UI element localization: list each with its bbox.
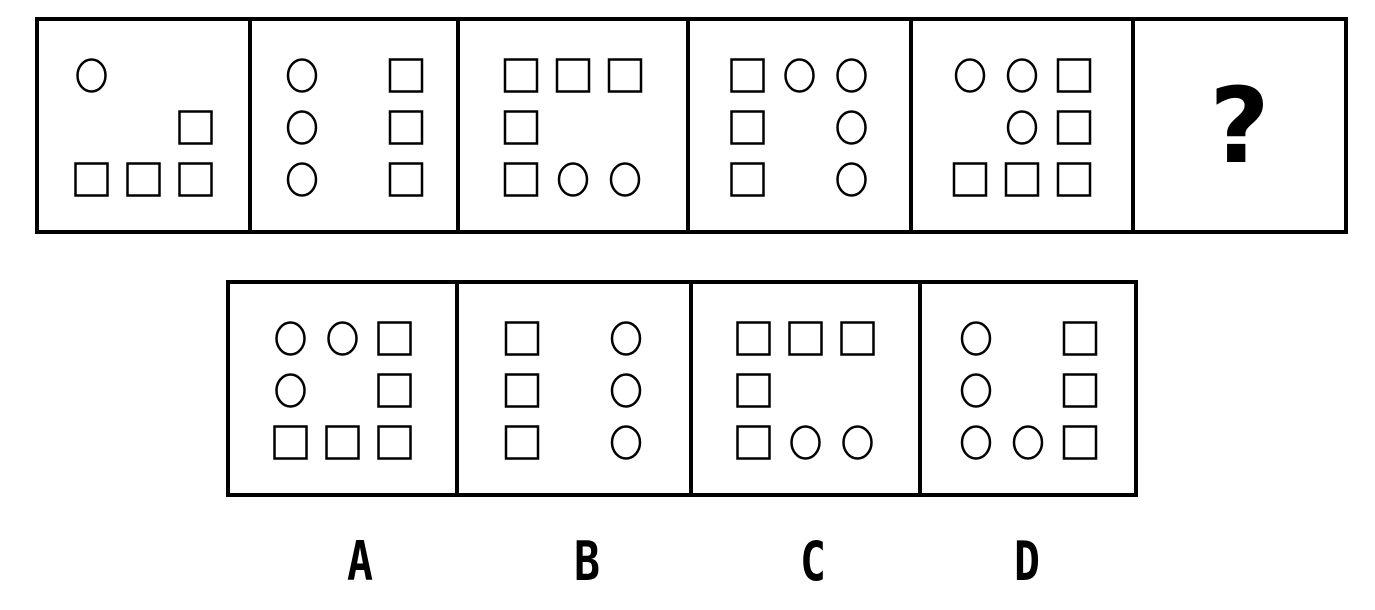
square-shape xyxy=(1056,58,1092,93)
question-strip: ? xyxy=(35,17,1348,234)
circle-shape xyxy=(1012,425,1044,460)
circle-shape xyxy=(609,162,641,197)
circle-shape xyxy=(327,321,358,356)
option-label-a[interactable]: A xyxy=(346,530,373,593)
square-shape xyxy=(126,162,161,197)
circle-shape xyxy=(842,425,873,460)
square-shape xyxy=(1062,321,1098,356)
option-label-c[interactable]: C xyxy=(799,530,826,593)
question-panel-2 xyxy=(248,21,456,230)
square-shape xyxy=(504,425,540,460)
square-shape xyxy=(178,110,213,145)
square-shape xyxy=(503,58,539,93)
square-shape xyxy=(1056,162,1092,197)
circle-shape xyxy=(557,162,589,197)
square-shape xyxy=(730,162,765,197)
square-shape xyxy=(736,425,771,460)
square-shape xyxy=(840,321,875,356)
panel-5-figure xyxy=(952,58,1092,197)
circle-shape xyxy=(784,58,815,93)
square-shape xyxy=(730,110,765,145)
square-shape xyxy=(788,321,823,356)
circle-shape xyxy=(286,58,318,93)
square-shape xyxy=(388,58,424,93)
circle-shape xyxy=(610,321,642,356)
circle-shape xyxy=(954,58,986,93)
circle-shape xyxy=(610,373,642,408)
panel-1-figure xyxy=(74,58,213,197)
circle-shape xyxy=(960,425,992,460)
square-shape xyxy=(74,162,109,197)
circle-shape xyxy=(610,425,642,460)
circle-shape xyxy=(286,110,318,145)
option-label-d[interactable]: D xyxy=(1013,530,1040,593)
panel-3-figure xyxy=(503,58,643,197)
square-shape xyxy=(730,58,765,93)
panel-2-figure xyxy=(286,58,424,197)
option-panel-a[interactable] xyxy=(230,284,455,493)
square-shape xyxy=(504,321,540,356)
question-panel-4 xyxy=(686,21,909,230)
square-shape xyxy=(1056,110,1092,145)
question-panel-unknown: ? xyxy=(1131,21,1344,230)
square-shape xyxy=(607,58,643,93)
circle-shape xyxy=(286,162,318,197)
option-panel-c[interactable] xyxy=(689,284,918,493)
square-shape xyxy=(377,321,412,356)
circle-shape xyxy=(275,373,306,408)
circle-shape xyxy=(960,321,992,356)
square-shape xyxy=(1062,373,1098,408)
option-b-figure xyxy=(504,321,642,460)
square-shape xyxy=(736,321,771,356)
question-panel-5 xyxy=(909,21,1131,230)
square-shape xyxy=(504,373,540,408)
square-shape xyxy=(377,425,412,460)
question-mark: ? xyxy=(1209,64,1270,187)
square-shape xyxy=(952,162,988,197)
square-shape xyxy=(555,58,591,93)
circle-shape xyxy=(1006,58,1038,93)
circle-shape xyxy=(790,425,821,460)
square-shape xyxy=(1004,162,1040,197)
square-shape xyxy=(325,425,360,460)
circle-shape xyxy=(960,373,992,408)
question-panel-1 xyxy=(39,21,248,230)
square-shape xyxy=(178,162,213,197)
question-panel-3 xyxy=(456,21,686,230)
circle-shape xyxy=(836,162,867,197)
square-shape xyxy=(503,162,539,197)
option-panel-b[interactable] xyxy=(455,284,689,493)
option-label-b[interactable]: B xyxy=(573,530,600,593)
options-strip xyxy=(226,280,1138,497)
option-a-figure xyxy=(273,321,412,460)
square-shape xyxy=(1062,425,1098,460)
option-c-figure xyxy=(736,321,875,460)
circle-shape xyxy=(275,321,306,356)
square-shape xyxy=(503,110,539,145)
circle-shape xyxy=(1006,110,1038,145)
circle-shape xyxy=(76,58,107,93)
panel-4-figure xyxy=(730,58,867,197)
square-shape xyxy=(388,110,424,145)
square-shape xyxy=(388,162,424,197)
square-shape xyxy=(377,373,412,408)
option-panel-d[interactable] xyxy=(918,284,1134,493)
circle-shape xyxy=(836,110,867,145)
square-shape xyxy=(273,425,308,460)
option-d-figure xyxy=(960,321,1098,460)
square-shape xyxy=(736,373,771,408)
circle-shape xyxy=(836,58,867,93)
